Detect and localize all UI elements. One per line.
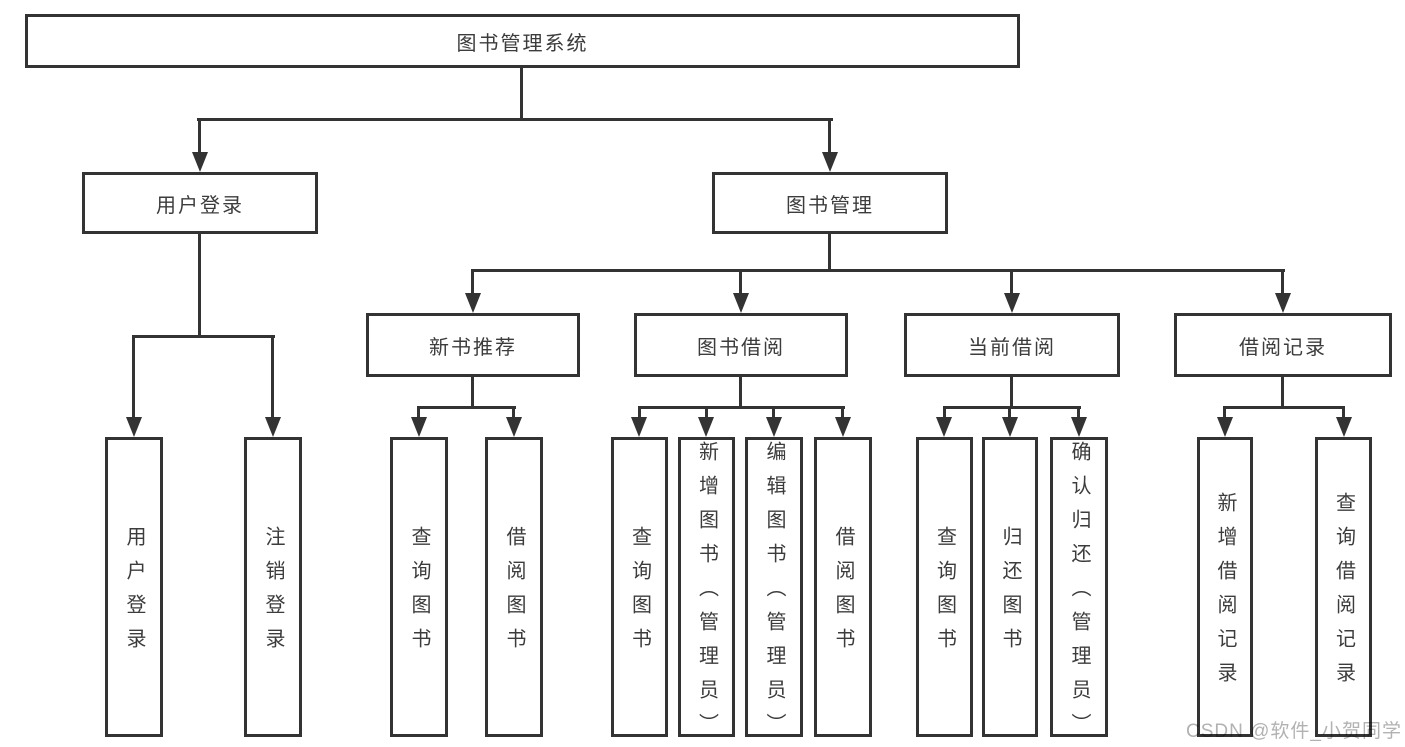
csdn-watermark: CSDN @软件_小贺同学	[1186, 721, 1402, 742]
connector-stem	[471, 269, 474, 295]
connector-level2-branch	[197, 118, 833, 121]
arrow-down-icon	[506, 417, 522, 437]
connector-stem	[271, 335, 274, 419]
connector-stem	[132, 335, 135, 419]
leaf-label: 新增图书（管理员）	[695, 441, 718, 747]
leaf-label: 归还图书	[999, 526, 1021, 662]
arrow-down-icon	[411, 417, 427, 437]
node-new-book-recommend: 新书推荐	[366, 313, 580, 377]
connector-branch	[1223, 406, 1345, 409]
connector-stem	[1342, 406, 1345, 419]
node-borrow-record: 借阅记录	[1174, 313, 1392, 377]
node-current-borrow: 当前借阅	[904, 313, 1120, 377]
arrow-down-icon	[1275, 293, 1291, 313]
connector-stem	[198, 118, 201, 154]
leaf-label: 用户登录	[123, 526, 145, 662]
connector-stem	[1223, 406, 1226, 419]
connector-level3-branch	[471, 269, 1285, 272]
connector-trunk	[1281, 375, 1284, 409]
connector-stem	[417, 406, 420, 419]
arrow-down-icon	[1004, 293, 1020, 313]
connector-branch	[638, 406, 845, 409]
arrow-down-icon	[766, 417, 782, 437]
node-user-login: 用户登录	[82, 172, 318, 234]
connector-user-login-trunk	[198, 232, 201, 338]
leaf-user-login: 用户登录	[105, 437, 163, 737]
connector-branch	[417, 406, 516, 409]
connector-stem	[772, 406, 775, 419]
leaf-add-borrow-record: 新增借阅记录	[1197, 437, 1253, 737]
node-root-library-system: 图书管理系统	[25, 14, 1020, 68]
leaf-label: 查询图书	[408, 526, 430, 662]
arrow-down-icon	[822, 152, 838, 172]
leaf-borrow-book-recommend: 借阅图书	[485, 437, 543, 737]
connector-trunk	[739, 375, 742, 409]
arrow-down-icon	[192, 152, 208, 172]
leaf-label: 确认归还（管理员）	[1068, 441, 1090, 747]
node-book-management: 图书管理	[712, 172, 948, 234]
leaf-return-book: 归还图书	[982, 437, 1038, 737]
leaf-query-book-recommend: 查询图书	[390, 437, 448, 737]
connector-stem	[1010, 269, 1013, 295]
leaf-logout: 注销登录	[244, 437, 302, 737]
connector-stem	[1281, 269, 1284, 295]
leaf-edit-book-admin: 编辑图书（管理员）	[745, 437, 803, 747]
leaf-query-book-borrow: 查询图书	[611, 437, 668, 737]
connector-root-trunk	[520, 66, 523, 120]
connector-stem	[841, 406, 844, 419]
connector-stem	[739, 269, 742, 295]
leaf-label: 查询借阅记录	[1332, 492, 1355, 696]
arrow-down-icon	[698, 417, 714, 437]
arrow-down-icon	[1217, 417, 1233, 437]
arrow-down-icon	[1002, 417, 1018, 437]
leaf-add-book-admin: 新增图书（管理员）	[678, 437, 735, 747]
connector-stem	[943, 406, 946, 419]
connector-trunk	[471, 375, 474, 409]
connector-stem	[1077, 406, 1080, 419]
connector-stem	[512, 406, 515, 419]
leaf-confirm-return-admin: 确认归还（管理员）	[1050, 437, 1108, 747]
connector-stem	[638, 406, 641, 419]
leaf-label: 注销登录	[262, 526, 284, 662]
connector-branch	[943, 406, 1081, 409]
connector-stem	[828, 118, 831, 154]
leaf-label: 新增借阅记录	[1214, 492, 1236, 696]
leaf-label: 借阅图书	[832, 526, 854, 662]
arrow-down-icon	[835, 417, 851, 437]
connector-book-management-trunk	[828, 232, 831, 272]
arrow-down-icon	[733, 293, 749, 313]
arrow-down-icon	[1336, 417, 1352, 437]
connector-user-login-branch	[132, 335, 275, 338]
leaf-label: 查询图书	[933, 526, 956, 662]
arrow-down-icon	[465, 293, 481, 313]
leaf-query-book-current: 查询图书	[916, 437, 973, 737]
connector-stem	[705, 406, 708, 419]
arrow-down-icon	[631, 417, 647, 437]
arrow-down-icon	[265, 417, 281, 437]
leaf-query-borrow-record: 查询借阅记录	[1315, 437, 1372, 737]
arrow-down-icon	[1071, 417, 1087, 437]
arrow-down-icon	[936, 417, 952, 437]
node-book-borrow: 图书借阅	[634, 313, 848, 377]
connector-stem	[1008, 406, 1011, 419]
leaf-label: 借阅图书	[503, 526, 525, 662]
leaf-label: 查询图书	[628, 526, 651, 662]
leaf-label: 编辑图书（管理员）	[763, 441, 785, 747]
connector-trunk	[1010, 375, 1013, 409]
leaf-borrow-book: 借阅图书	[814, 437, 872, 737]
arrow-down-icon	[126, 417, 142, 437]
